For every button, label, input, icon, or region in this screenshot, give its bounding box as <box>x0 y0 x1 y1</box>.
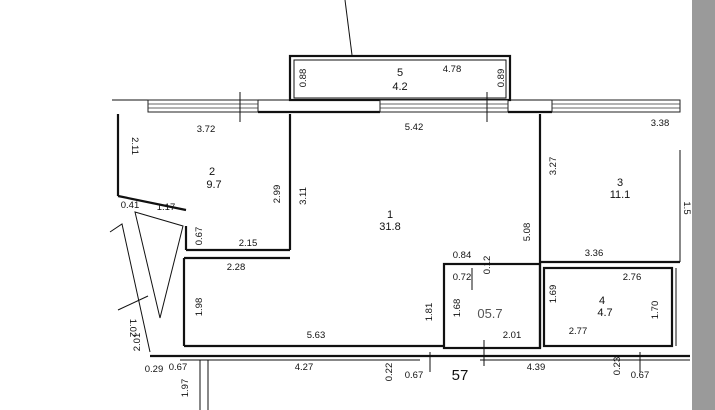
stamp-number: 05.7 <box>477 306 502 321</box>
room3-area: 11.1 <box>610 189 631 201</box>
dim-room1-low: 2.28 <box>227 262 246 273</box>
room5-area: 4.2 <box>392 81 407 93</box>
dim-outer-bottom4: 4.39 <box>527 362 546 373</box>
dim-room1-bottom: 5.63 <box>307 330 326 341</box>
dim-room1-right: 5.08 <box>522 223 533 242</box>
room4-number: 4 <box>599 295 605 307</box>
room4-outline <box>542 266 674 348</box>
leader-line <box>344 0 353 56</box>
dim-outer-bottom3: 0.67 <box>405 370 424 381</box>
dim-step-a: 0.41 <box>121 200 140 211</box>
dim-outer-bottom2: 0.22 <box>384 363 395 382</box>
shaft <box>134 211 184 319</box>
room2-number: 2 <box>209 166 215 178</box>
dim-outer-d: 0.67 <box>169 362 188 373</box>
dim-room4-bottom: 2.77 <box>569 326 588 337</box>
side-bar <box>692 0 715 410</box>
dim-step-c: 0.67 <box>194 227 205 246</box>
balcony-inner <box>293 59 507 99</box>
dim-outer-bottom1: 4.27 <box>295 362 314 373</box>
room2-area: 9.7 <box>206 179 221 191</box>
dim-outer-e: 1.97 <box>180 379 191 398</box>
dim-room1-left: 3.11 <box>298 187 309 205</box>
dim-closet-side: 0.12 <box>482 256 493 275</box>
dim-outer-bottom5: 0.23 <box>612 357 623 376</box>
dim-closet-inner: 0.72 <box>453 272 472 283</box>
dim-balcony-left: 0.88 <box>298 69 309 88</box>
dim-outer-b: 2.01 <box>132 333 143 352</box>
window-room2 <box>147 99 259 113</box>
apartment-number: 57 <box>452 367 469 384</box>
dim-room3-left: 3.27 <box>548 157 559 176</box>
dim-closet-bottom: 2.01 <box>503 330 522 341</box>
dim-room1-lowleft: 1.98 <box>194 298 205 317</box>
window-room1 <box>379 99 509 113</box>
dim-step-b: 1.17 <box>157 202 176 213</box>
window-room3 <box>551 99 681 113</box>
dim-right-edge: 1.5 <box>681 201 692 214</box>
room5-number: 5 <box>397 67 403 79</box>
dim-room2-top: 3.72 <box>197 124 216 135</box>
dim-balcony-right: 0.89 <box>496 69 507 88</box>
dim-closet-top: 0.84 <box>453 250 472 261</box>
dim-room4-right: 1.70 <box>650 301 661 320</box>
dim-closet-left: 1.68 <box>452 299 463 318</box>
dim-outer-bottom6: 0.67 <box>631 370 650 381</box>
dim-room3-top: 3.38 <box>651 118 670 129</box>
dim-room1-top: 5.42 <box>405 122 424 133</box>
dim-room2-inner: 2.99 <box>272 185 283 204</box>
room3-number: 3 <box>617 177 623 189</box>
dim-room3-bottom: 3.36 <box>585 248 604 259</box>
dim-room2-left: 2.11 <box>129 137 140 155</box>
dim-outer-a: 1.02 <box>127 319 138 338</box>
room1-number: 1 <box>387 209 393 221</box>
dim-step-d: 2.15 <box>239 238 258 249</box>
dim-corr-right: 1.81 <box>424 303 435 322</box>
room1-area: 31.8 <box>379 221 400 233</box>
dim-balcony-top: 4.78 <box>443 64 462 75</box>
closet <box>442 262 542 350</box>
dim-room4-left: 1.69 <box>548 285 559 304</box>
dim-outer-c: 0.29 <box>145 364 164 375</box>
dim-room4-top: 2.76 <box>623 272 642 283</box>
room4-area: 4.7 <box>597 307 612 319</box>
